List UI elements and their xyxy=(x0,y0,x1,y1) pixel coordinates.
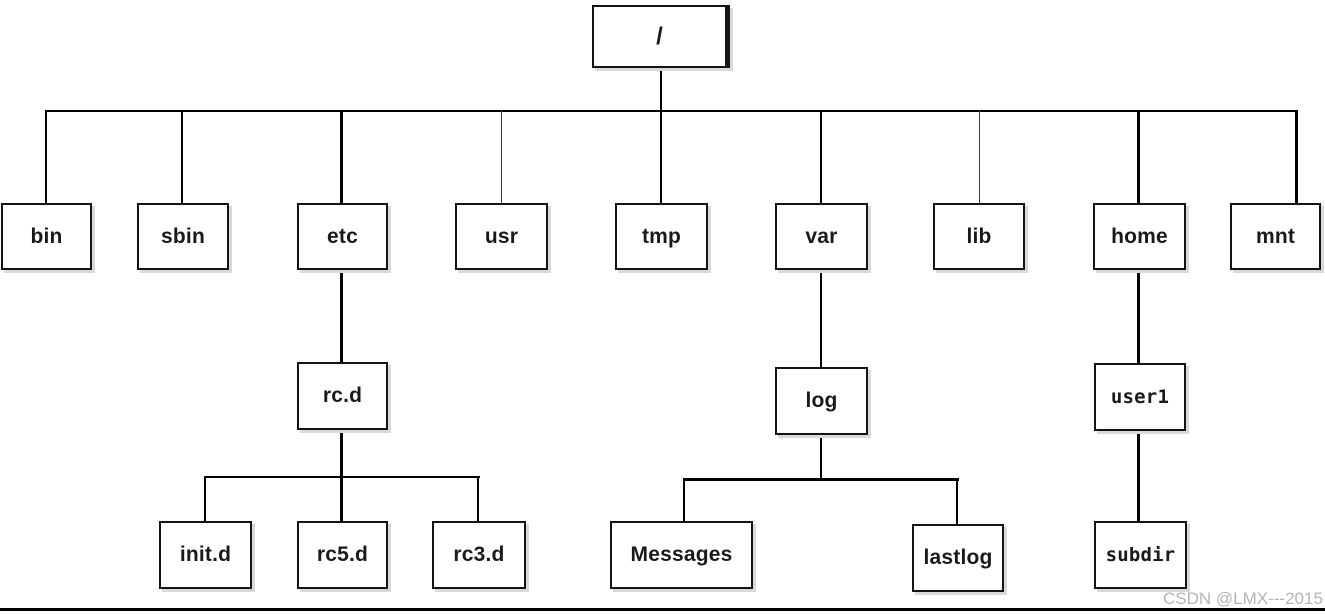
edge-rcd-stem xyxy=(340,430,343,521)
edge-drop-rc3d xyxy=(477,476,479,521)
node-rc3d: rc3.d xyxy=(432,521,526,589)
node-lib-label: lib xyxy=(966,224,992,248)
node-mnt: mnt xyxy=(1230,203,1321,270)
node-root-label: / xyxy=(656,22,663,50)
node-lastlog: lastlog xyxy=(912,524,1004,592)
node-messages: Messages xyxy=(610,521,753,589)
node-tmp-label: tmp xyxy=(641,224,682,248)
edge-drop-initd xyxy=(204,476,206,521)
edge-drop-home xyxy=(1137,110,1140,203)
node-sbin-label: sbin xyxy=(161,224,205,248)
edge-drop-lastlog xyxy=(956,478,958,525)
node-lib: lib xyxy=(933,203,1025,270)
node-bin-label: bin xyxy=(30,224,63,248)
edge-drop-lib xyxy=(979,110,980,203)
edge-log-stem xyxy=(820,435,822,480)
node-initd: init.d xyxy=(159,521,252,589)
edge-log-bus xyxy=(683,478,959,481)
node-home: home xyxy=(1093,203,1186,270)
node-rc5d: rc5.d xyxy=(297,521,388,589)
node-rcd-label: rc.d xyxy=(322,384,363,407)
watermark-text: CSDN @LMX---2015 xyxy=(1163,589,1323,608)
edge-etc-rcd xyxy=(340,270,343,362)
edge-user1-subdir xyxy=(1137,430,1140,521)
node-bin: bin xyxy=(1,203,92,270)
node-sbin: sbin xyxy=(137,203,229,270)
node-log-label: log xyxy=(805,389,838,412)
node-etc: etc xyxy=(297,203,388,270)
node-initd-label: init.d xyxy=(179,543,232,566)
node-user1-label: user1 xyxy=(1110,386,1170,408)
edge-drop-sbin xyxy=(181,110,183,203)
edge-drop-bin xyxy=(45,110,47,203)
node-log: log xyxy=(775,367,868,435)
edge-drop-etc xyxy=(340,110,343,203)
node-lastlog-label: lastlog xyxy=(923,546,993,569)
node-rc3d-label: rc3.d xyxy=(453,543,505,566)
node-user1: user1 xyxy=(1094,363,1186,431)
edge-drop-usr xyxy=(501,110,502,203)
edge-drop-var xyxy=(820,110,822,203)
node-root: / xyxy=(592,5,730,68)
edge-level1-bus xyxy=(45,110,1298,112)
edge-root-stem xyxy=(660,68,662,203)
node-subdir: subdir xyxy=(1094,521,1187,589)
node-rc5d-label: rc5.d xyxy=(316,543,369,566)
edge-var-log xyxy=(820,270,822,367)
node-subdir-label: subdir xyxy=(1105,544,1176,566)
node-mnt-label: mnt xyxy=(1255,224,1296,248)
node-var-label: var xyxy=(805,224,838,248)
bottom-divider xyxy=(0,608,1325,611)
node-etc-label: etc xyxy=(327,224,358,248)
node-usr-label: usr xyxy=(484,224,519,248)
edge-drop-mnt xyxy=(1295,110,1298,203)
node-messages-label: Messages xyxy=(630,543,733,566)
node-tmp: tmp xyxy=(615,203,708,270)
node-usr: usr xyxy=(455,203,548,270)
edge-drop-messages xyxy=(683,478,685,521)
node-rcd: rc.d xyxy=(297,362,388,430)
edge-home-user1 xyxy=(1137,270,1140,363)
node-home-label: home xyxy=(1111,224,1168,248)
edge-rcd-bus xyxy=(204,476,480,478)
node-var: var xyxy=(775,203,868,270)
